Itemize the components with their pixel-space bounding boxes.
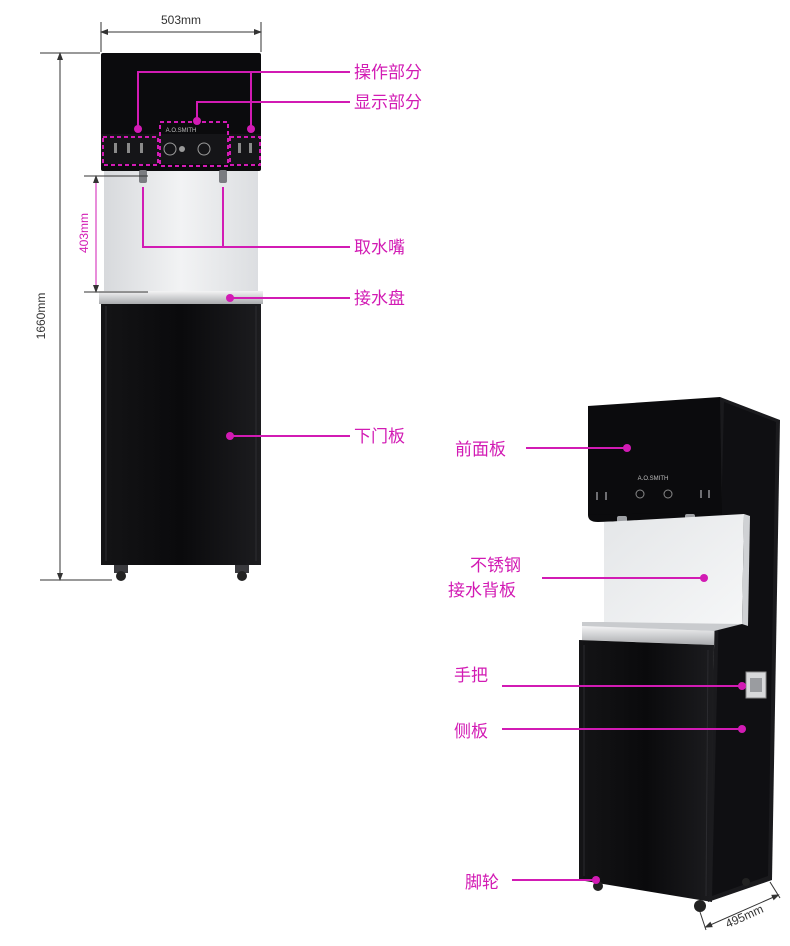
label-drip-tray: 接水盘 bbox=[354, 289, 405, 309]
front-view-machine: A.O.SMITH bbox=[99, 53, 263, 581]
brand-logo: A.O.SMITH bbox=[166, 128, 197, 134]
label-handle: 手把 bbox=[454, 666, 488, 686]
label-lower-door: 下门板 bbox=[354, 427, 405, 447]
leader-lines-perspective bbox=[502, 447, 742, 881]
leader-dots-front bbox=[134, 117, 255, 440]
power-icon bbox=[197, 142, 211, 156]
leader-lines-front bbox=[137, 71, 350, 437]
drip-tray-perspective bbox=[582, 626, 714, 645]
label-spout: 取水嘴 bbox=[354, 238, 405, 258]
drip-tray bbox=[99, 291, 263, 304]
operation-buttons-left bbox=[114, 143, 143, 153]
front-casters bbox=[114, 565, 249, 581]
leader-dots-perspective bbox=[592, 444, 746, 884]
head-front-panel bbox=[588, 397, 722, 515]
label-back-panel-line1: 不锈钢 bbox=[470, 556, 521, 576]
drop-icon bbox=[179, 146, 185, 152]
height-dimension-label: 1660mm bbox=[34, 293, 48, 340]
operation-right-box bbox=[229, 136, 261, 166]
dimension-lines bbox=[40, 22, 262, 581]
dispense-height-label: 403mm bbox=[77, 213, 91, 253]
right-spout bbox=[219, 170, 227, 183]
operation-buttons-right bbox=[238, 143, 252, 153]
label-display: 显示部分 bbox=[354, 93, 422, 113]
lower-door-panel bbox=[101, 304, 261, 565]
lower-cabinet bbox=[579, 640, 714, 902]
label-caster: 脚轮 bbox=[465, 873, 499, 893]
cup-icon bbox=[163, 142, 177, 156]
steel-back-panel bbox=[604, 514, 744, 630]
depth-dimension-label: 495mm bbox=[723, 902, 765, 931]
brand-logo-perspective: A.O.SMITH bbox=[638, 476, 669, 482]
label-side-panel: 侧板 bbox=[454, 722, 488, 742]
label-operation: 操作部分 bbox=[354, 63, 422, 83]
label-back-panel-line2: 接水背板 bbox=[448, 581, 516, 601]
dispense-back-panel bbox=[104, 171, 258, 291]
depth-dimension bbox=[699, 881, 781, 931]
label-front-panel: 前面板 bbox=[455, 440, 506, 460]
perspective-view-machine: A.O.SMITH bbox=[579, 397, 780, 912]
highlight-boxes bbox=[102, 121, 261, 167]
width-dimension-label: 503mm bbox=[161, 13, 201, 27]
